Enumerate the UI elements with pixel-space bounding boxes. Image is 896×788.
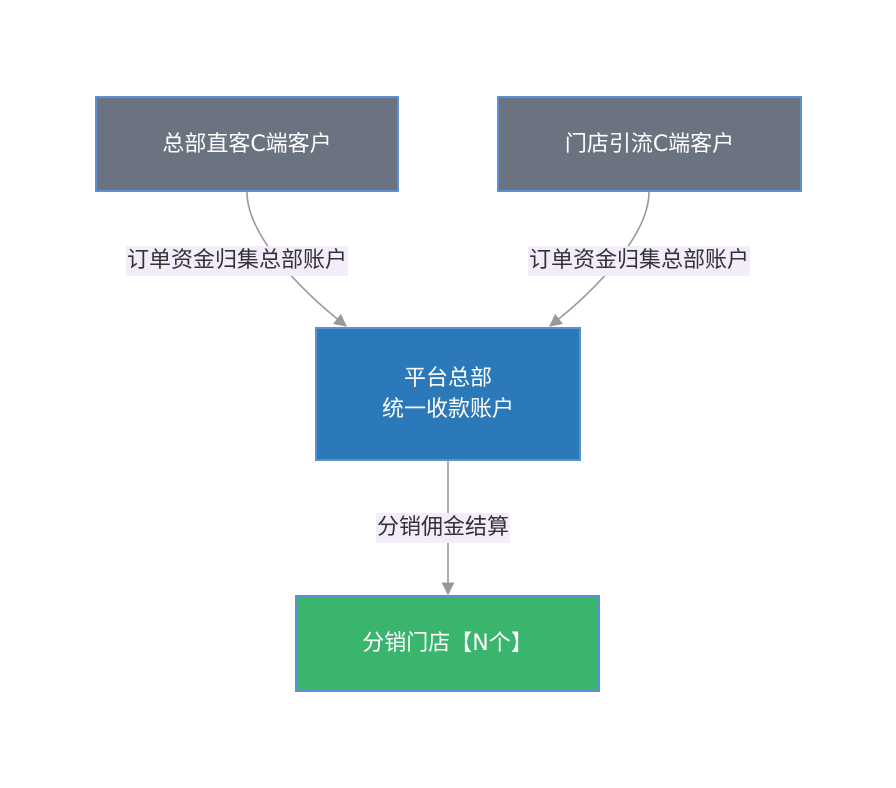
node-platform-line1: 平台总部 <box>403 366 492 391</box>
node-platform-line2: 统一收款账户 <box>381 397 514 422</box>
edge-label-down: 分销佣金结算 <box>376 513 511 543</box>
node-hq-direct-customers: 总部直客C端客户 <box>95 96 399 192</box>
node-distribution-stores: 分销门店【N个】 <box>295 595 600 692</box>
node-distribution-stores-label: 分销门店【N个】 <box>362 631 533 656</box>
node-store-traffic-customers: 门店引流C端客户 <box>497 96 802 192</box>
node-platform-hq-account: 平台总部 统一收款账户 <box>315 327 581 461</box>
node-store-traffic-customers-label: 门店引流C端客户 <box>564 131 735 157</box>
edge-label-left: 订单资金归集总部账户 <box>126 246 349 276</box>
edge-label-right: 订单资金归集总部账户 <box>528 246 751 276</box>
node-hq-direct-customers-label: 总部直客C端客户 <box>162 131 332 157</box>
